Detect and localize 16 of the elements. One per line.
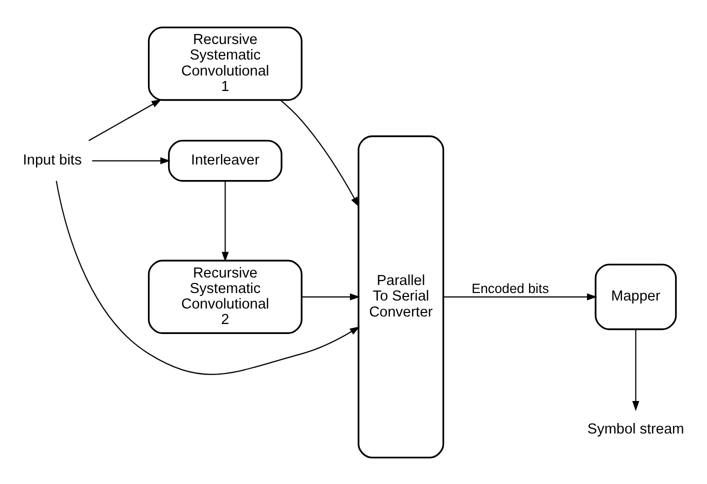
arrow [88,98,162,141]
node-box: Mapper [594,263,677,330]
arrow [56,180,360,374]
arrow [302,292,360,300]
node-text: Input bits [22,152,82,168]
node-box: Parallel To Serial Converter [358,134,444,458]
node-text: Symbol stream [587,420,684,437]
arrow [92,156,170,164]
arrow [444,292,598,300]
arrow [280,99,360,207]
arrow [222,180,229,262]
edge-label: Encoded bits [472,280,549,296]
node-box: Recursive Systematic Convolutional 1 [148,26,302,100]
node-box: Interleaver [168,139,282,182]
node-box: Recursive Systematic Convolutional 2 [148,259,302,334]
arrow [632,328,640,411]
